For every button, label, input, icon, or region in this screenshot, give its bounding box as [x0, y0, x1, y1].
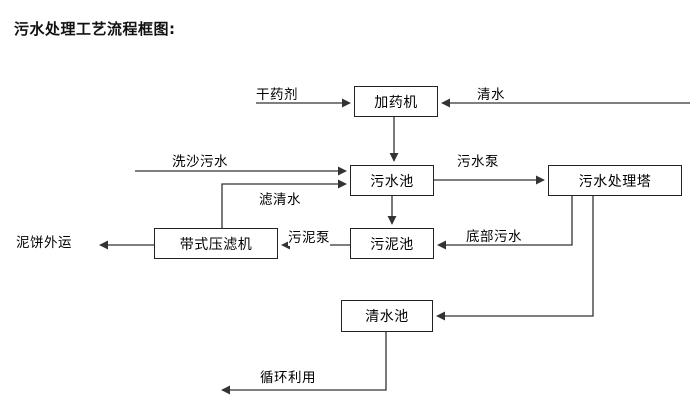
- node-label: 污泥池: [370, 236, 414, 253]
- terminal-label-dry-chemical: 干药剂: [256, 87, 298, 103]
- node-clean-water-pool[interactable]: 清水池: [341, 300, 433, 332]
- edge-label-recycle-reuse: 循环利用: [260, 370, 316, 386]
- edge-label-filtered-water: 滤清水: [259, 192, 301, 208]
- node-dosing-machine[interactable]: 加药机: [354, 86, 438, 117]
- node-label: 污水处理塔: [578, 173, 652, 190]
- edge-tower-to-clean-water-pool: [436, 196, 594, 321]
- edge-tower-to-sludge-pool: [437, 196, 573, 250]
- terminal-label-clean-water-in: 清水: [477, 87, 505, 103]
- node-label: 带式压滤机: [179, 236, 253, 253]
- node-wastewater-pool[interactable]: 污水池: [350, 165, 434, 196]
- node-label: 污水池: [370, 173, 414, 190]
- terminal-label-sand-wash-water: 洗沙污水: [172, 154, 228, 170]
- edge-label-sludge-pump: 污泥泵: [288, 226, 330, 246]
- node-label: 清水池: [365, 309, 409, 325]
- edge-label-bottom-sewage: 底部污水: [466, 229, 522, 245]
- edge-label-wastewater-pump: 污水泵: [457, 154, 499, 170]
- node-sludge-pool[interactable]: 污泥池: [350, 228, 434, 259]
- node-belt-filter-press[interactable]: 带式压滤机: [154, 228, 278, 259]
- edge-clean-water-pool-to-reuse: [221, 332, 387, 395]
- terminal-label-mud-cake-transport: 泥饼外运: [16, 235, 72, 251]
- edge-filtered-water-to-wastewater-pool: [221, 179, 347, 228]
- node-treatment-tower[interactable]: 污水处理塔: [548, 165, 682, 196]
- page-title: 污水处理工艺流程框图:: [14, 20, 176, 38]
- node-label: 加药机: [374, 94, 418, 111]
